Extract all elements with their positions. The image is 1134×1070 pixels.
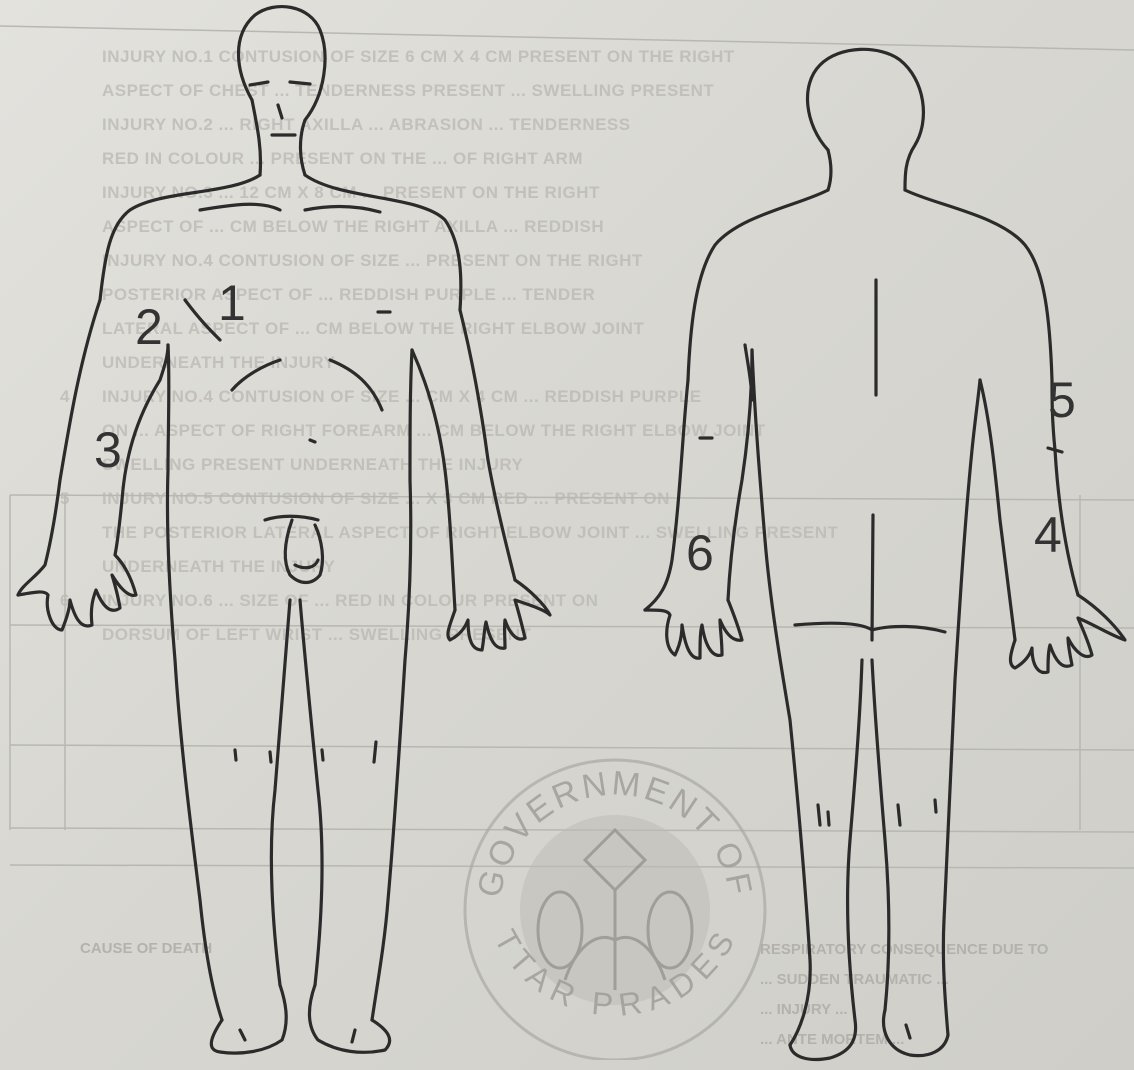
injury-marker-5: 5 — [1048, 375, 1076, 425]
government-seal-watermark: GOVERNMENT OF UTTAR PRADESH — [455, 740, 775, 1060]
injury-marker-2: 2 — [135, 302, 163, 352]
injury-marker-6: 6 — [686, 528, 714, 578]
injury-marker-1: 1 — [218, 278, 246, 328]
injury-marker-4: 4 — [1034, 510, 1062, 560]
injury-marker-3: 3 — [94, 425, 122, 475]
